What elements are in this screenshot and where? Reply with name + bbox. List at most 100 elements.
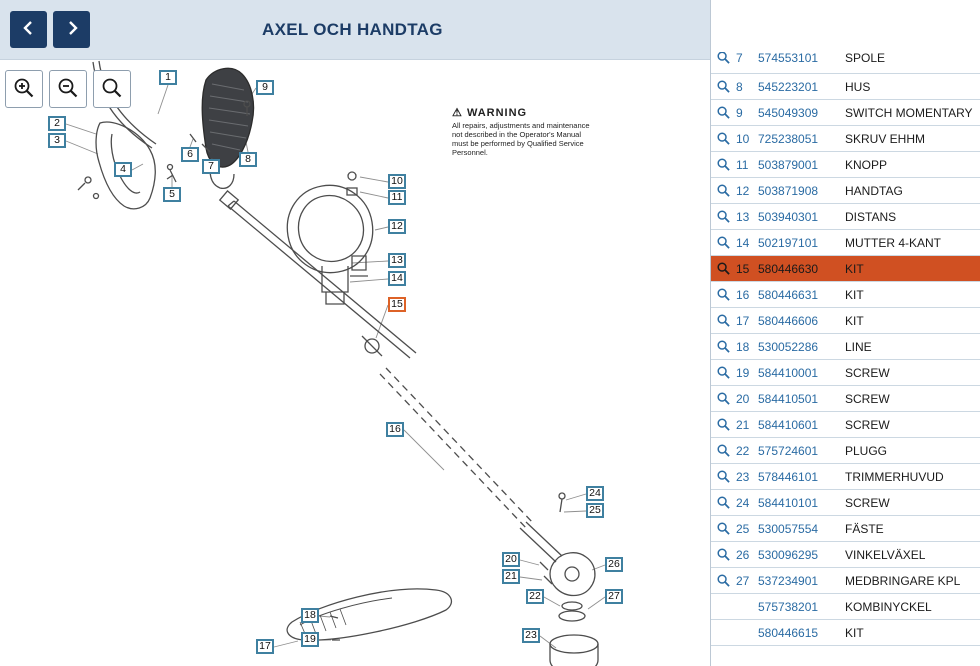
row-magnifier-icon[interactable] (717, 444, 734, 457)
zoom-out-button[interactable] (49, 70, 87, 108)
row-magnifier-icon[interactable] (717, 496, 734, 509)
row-article-number[interactable]: 530096295 (758, 547, 819, 562)
row-magnifier-icon[interactable] (717, 548, 734, 561)
row-article-number[interactable]: 584410601 (758, 417, 819, 432)
row-magnifier-icon[interactable] (717, 132, 734, 145)
diagram-callout-26[interactable]: 26 (605, 557, 623, 572)
row-article-number[interactable]: 503879001 (758, 157, 819, 172)
row-magnifier-icon[interactable] (717, 522, 734, 535)
row-magnifier-icon[interactable] (717, 340, 734, 353)
row-magnifier-icon[interactable] (717, 314, 734, 327)
diagram-callout-14[interactable]: 14 (388, 271, 406, 286)
row-magnifier-icon[interactable] (717, 392, 734, 405)
diagram-callout-16[interactable]: 16 (386, 422, 404, 437)
row-article-number[interactable]: 530057554 (758, 521, 819, 536)
row-article-number[interactable]: 725238051 (758, 131, 819, 146)
row-magnifier-icon[interactable] (717, 158, 734, 171)
row-article-number[interactable]: 575738201 (758, 599, 819, 614)
row-article-number[interactable]: 580446606 (758, 313, 819, 328)
diagram-callout-9[interactable]: 9 (256, 80, 274, 95)
row-article-number[interactable]: 580446631 (758, 287, 819, 302)
diagram-callout-12[interactable]: 12 (388, 219, 406, 234)
row-magnifier-icon[interactable] (717, 80, 734, 93)
diagram-callout-19[interactable]: 19 (301, 632, 319, 647)
row-article-number[interactable]: 530052286 (758, 339, 819, 354)
diagram-callout-4[interactable]: 4 (114, 162, 132, 177)
diagram-callout-6[interactable]: 6 (181, 147, 199, 162)
diagram-callout-2[interactable]: 2 (48, 116, 66, 131)
zoom-in-button[interactable] (5, 70, 43, 108)
next-page-button[interactable] (53, 11, 90, 48)
row-article-number[interactable]: 545049309 (758, 105, 819, 120)
previous-page-button[interactable] (10, 11, 47, 48)
row-magnifier-icon[interactable] (717, 418, 734, 431)
diagram-callout-21[interactable]: 21 (502, 569, 520, 584)
diagram-callout-25[interactable]: 25 (586, 503, 604, 518)
diagram-callout-20[interactable]: 20 (502, 552, 520, 567)
row-magnifier-icon[interactable] (717, 262, 734, 275)
diagram-callout-15[interactable]: 15 (388, 297, 406, 312)
diagram-callout-10[interactable]: 10 (388, 174, 406, 189)
row-article-number[interactable]: 584410101 (758, 495, 819, 510)
diagram-callout-7[interactable]: 7 (202, 159, 220, 174)
row-magnifier-icon[interactable] (717, 210, 734, 223)
diagram-callout-18[interactable]: 18 (301, 608, 319, 623)
row-magnifier-icon[interactable] (717, 470, 734, 483)
diagram-callout-1[interactable]: 1 (159, 70, 177, 85)
row-magnifier-icon[interactable] (717, 106, 734, 119)
row-article-number[interactable]: 502197101 (758, 235, 819, 250)
row-article-number[interactable]: 575724601 (758, 443, 819, 458)
zoom-reset-button[interactable] (93, 70, 131, 108)
diagram-callout-3[interactable]: 3 (48, 133, 66, 148)
row-article-number[interactable]: 578446101 (758, 469, 819, 484)
diagram-callout-23[interactable]: 23 (522, 628, 540, 643)
row-magnifier-icon[interactable] (717, 184, 734, 197)
diagram-callout-17[interactable]: 17 (256, 639, 274, 654)
row-magnifier-icon[interactable] (717, 288, 734, 301)
row-article-number[interactable]: 503940301 (758, 209, 819, 224)
row-magnifier-icon[interactable] (717, 366, 734, 379)
diagram-callout-11[interactable]: 11 (388, 190, 406, 205)
row-article-number[interactable]: 537234901 (758, 573, 819, 588)
row-article-number[interactable]: 580446630 (758, 261, 819, 276)
row-article-number[interactable]: 503871908 (758, 183, 819, 198)
row-article-number[interactable]: 545223201 (758, 79, 819, 94)
row-article-number[interactable]: 584410001 (758, 365, 819, 380)
diagram-callout-8[interactable]: 8 (239, 152, 257, 167)
diagram-callout-27[interactable]: 27 (605, 589, 623, 604)
row-magnifier-icon[interactable] (717, 236, 734, 249)
diagram-callout-24[interactable]: 24 (586, 486, 604, 501)
diagram-callout-5[interactable]: 5 (163, 187, 181, 202)
row-article-number[interactable]: 584410501 (758, 391, 819, 406)
row-magnifier-icon[interactable] (717, 52, 734, 64)
diagram-callout-13[interactable]: 13 (388, 253, 406, 268)
row-article-number[interactable]: 580446615 (758, 625, 819, 640)
row-article-number[interactable]: 574553101 (758, 52, 819, 65)
row-magnifier-icon[interactable] (717, 574, 734, 587)
row-description: SWITCH MOMENTARY (845, 105, 973, 120)
diagram-callout-22[interactable]: 22 (526, 589, 544, 604)
